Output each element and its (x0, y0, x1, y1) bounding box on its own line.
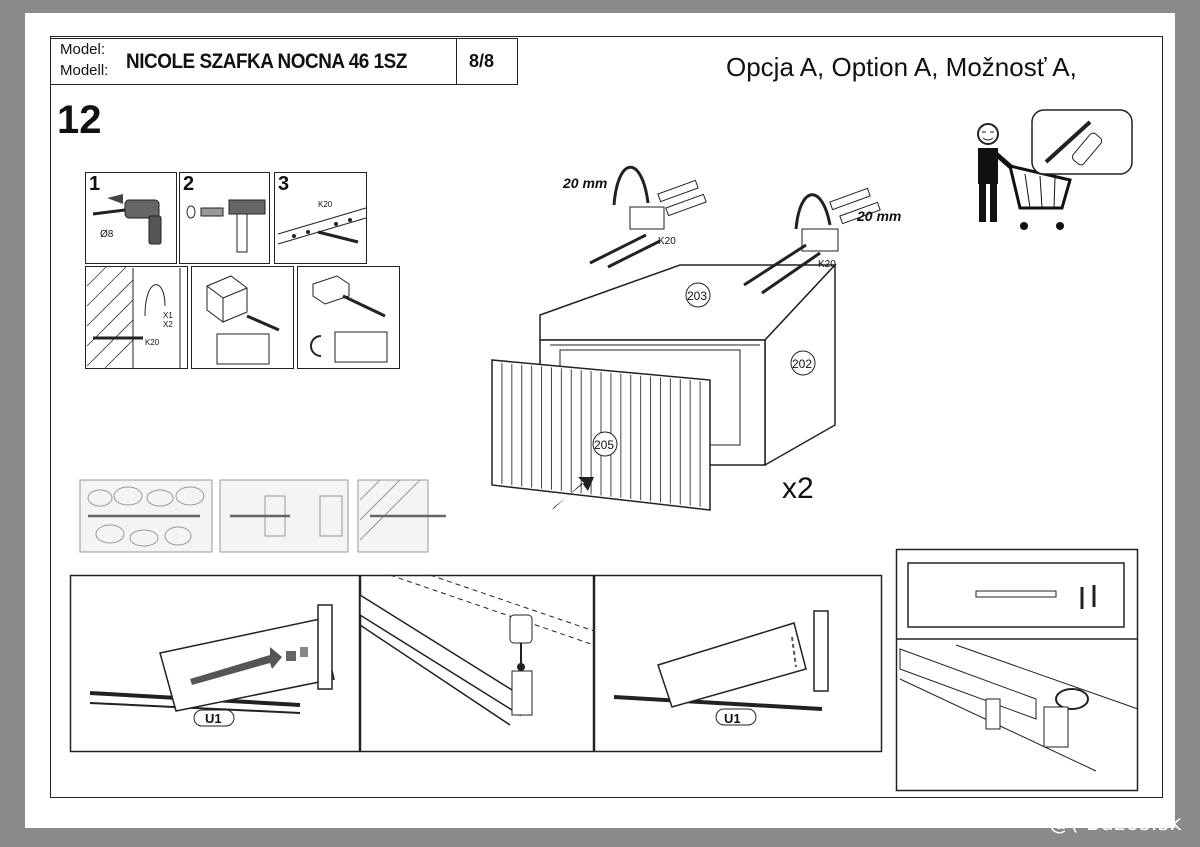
bracket-k20-right: K20 (818, 259, 836, 270)
substep-1-number: 1 (89, 173, 101, 195)
substep-3-k20-label: K20 (318, 200, 333, 209)
runner-step-2 (359, 574, 595, 753)
x2-label: X2 (163, 320, 173, 329)
substep-3-number: 3 (278, 173, 290, 195)
step-number: 12 (57, 98, 102, 142)
substep-2-panel (179, 172, 270, 264)
option-text: Opcja A, Option A, Možnosť A, (726, 52, 1077, 82)
dist-20mm-left: 20 mm (563, 175, 608, 191)
wall-k20-label: K20 (145, 338, 160, 347)
substep-1-panel (85, 172, 177, 264)
runner-step-1 (69, 574, 361, 753)
runner-step-3 (593, 574, 883, 753)
product-name: NICOLE SZAFKA NOCNA 46 1SZ (126, 50, 407, 73)
purchase-separately-icon (977, 109, 1133, 230)
x1-label: X1 (163, 311, 173, 320)
bracket-k20-left: K20 (658, 236, 676, 247)
bracket-panel-b (297, 266, 400, 369)
page-frame (50, 36, 1163, 798)
page-number: 8/8 (469, 51, 495, 71)
model-label: Model: (60, 41, 106, 58)
dist-20mm-right: 20 mm (857, 208, 902, 224)
bracket-panel-a (191, 266, 294, 369)
quantity-label: x2 (782, 472, 814, 505)
modell-label: Modell: (60, 62, 109, 79)
part-202-label: 202 (792, 357, 813, 371)
header-page-box (456, 38, 518, 85)
part-205-label: 205 (594, 438, 615, 452)
u1-label-left: U1 (205, 711, 222, 726)
header-model-box (50, 38, 457, 85)
substep-3-panel (274, 172, 367, 264)
watermark: @( Bazos.sk (1048, 811, 1182, 835)
substep-2-number: 2 (183, 173, 195, 195)
adjustment-detail (895, 548, 1139, 792)
wall-section-panel (85, 265, 188, 369)
wall-types-illustration (79, 479, 446, 553)
part-203-label: 203 (687, 289, 708, 303)
drill-size-label: Ø8 (100, 229, 114, 240)
nightstand-drawing (491, 165, 881, 511)
u1-label-right: U1 (724, 711, 741, 726)
